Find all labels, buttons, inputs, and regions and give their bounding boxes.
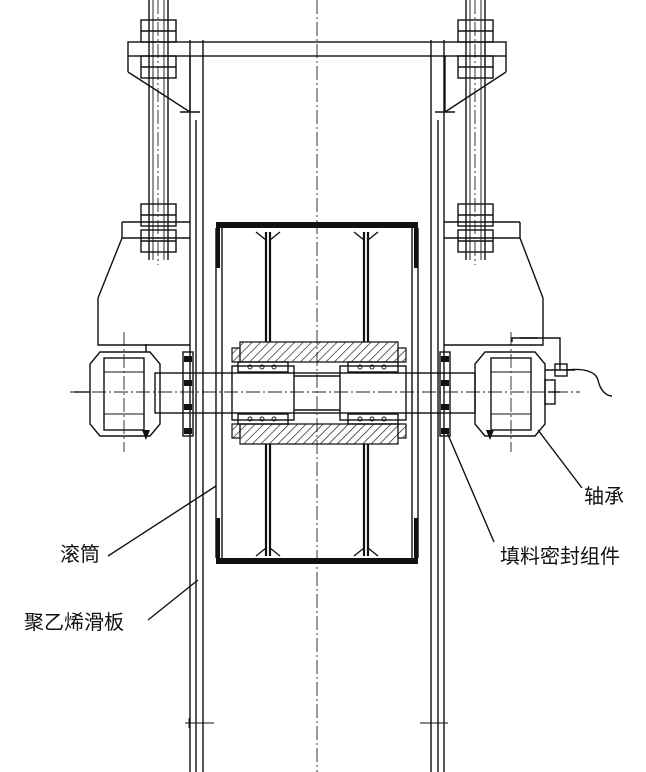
speed-sensor xyxy=(511,337,613,397)
right-bearing-bracket xyxy=(444,221,544,346)
hub-inner-bearings xyxy=(237,361,399,425)
right-bearing-housing xyxy=(474,332,556,452)
drum-label: 滚筒 xyxy=(60,542,100,566)
left-tie-rod xyxy=(140,0,177,265)
drum-hub xyxy=(231,341,407,445)
packing-seal-leader-line xyxy=(445,429,495,543)
bearing-leader-line xyxy=(537,429,583,489)
right-seal-plate xyxy=(439,351,451,437)
left-bearing-housing xyxy=(74,332,161,452)
top-frame xyxy=(127,41,507,113)
left-bearing-bracket xyxy=(97,221,190,346)
drum-leader-line xyxy=(107,485,217,557)
packing-seal-label: 填料密封组件 xyxy=(500,544,620,568)
left-seal-plate xyxy=(182,351,194,437)
drum-body xyxy=(215,222,419,564)
right-tie-rod xyxy=(457,0,494,265)
bottom-markers xyxy=(185,718,448,728)
slide-plate-leader-line xyxy=(147,579,199,621)
slide-plate-label: 聚乙烯滑板 xyxy=(24,610,124,634)
bearing-label: 轴承 xyxy=(584,484,624,508)
